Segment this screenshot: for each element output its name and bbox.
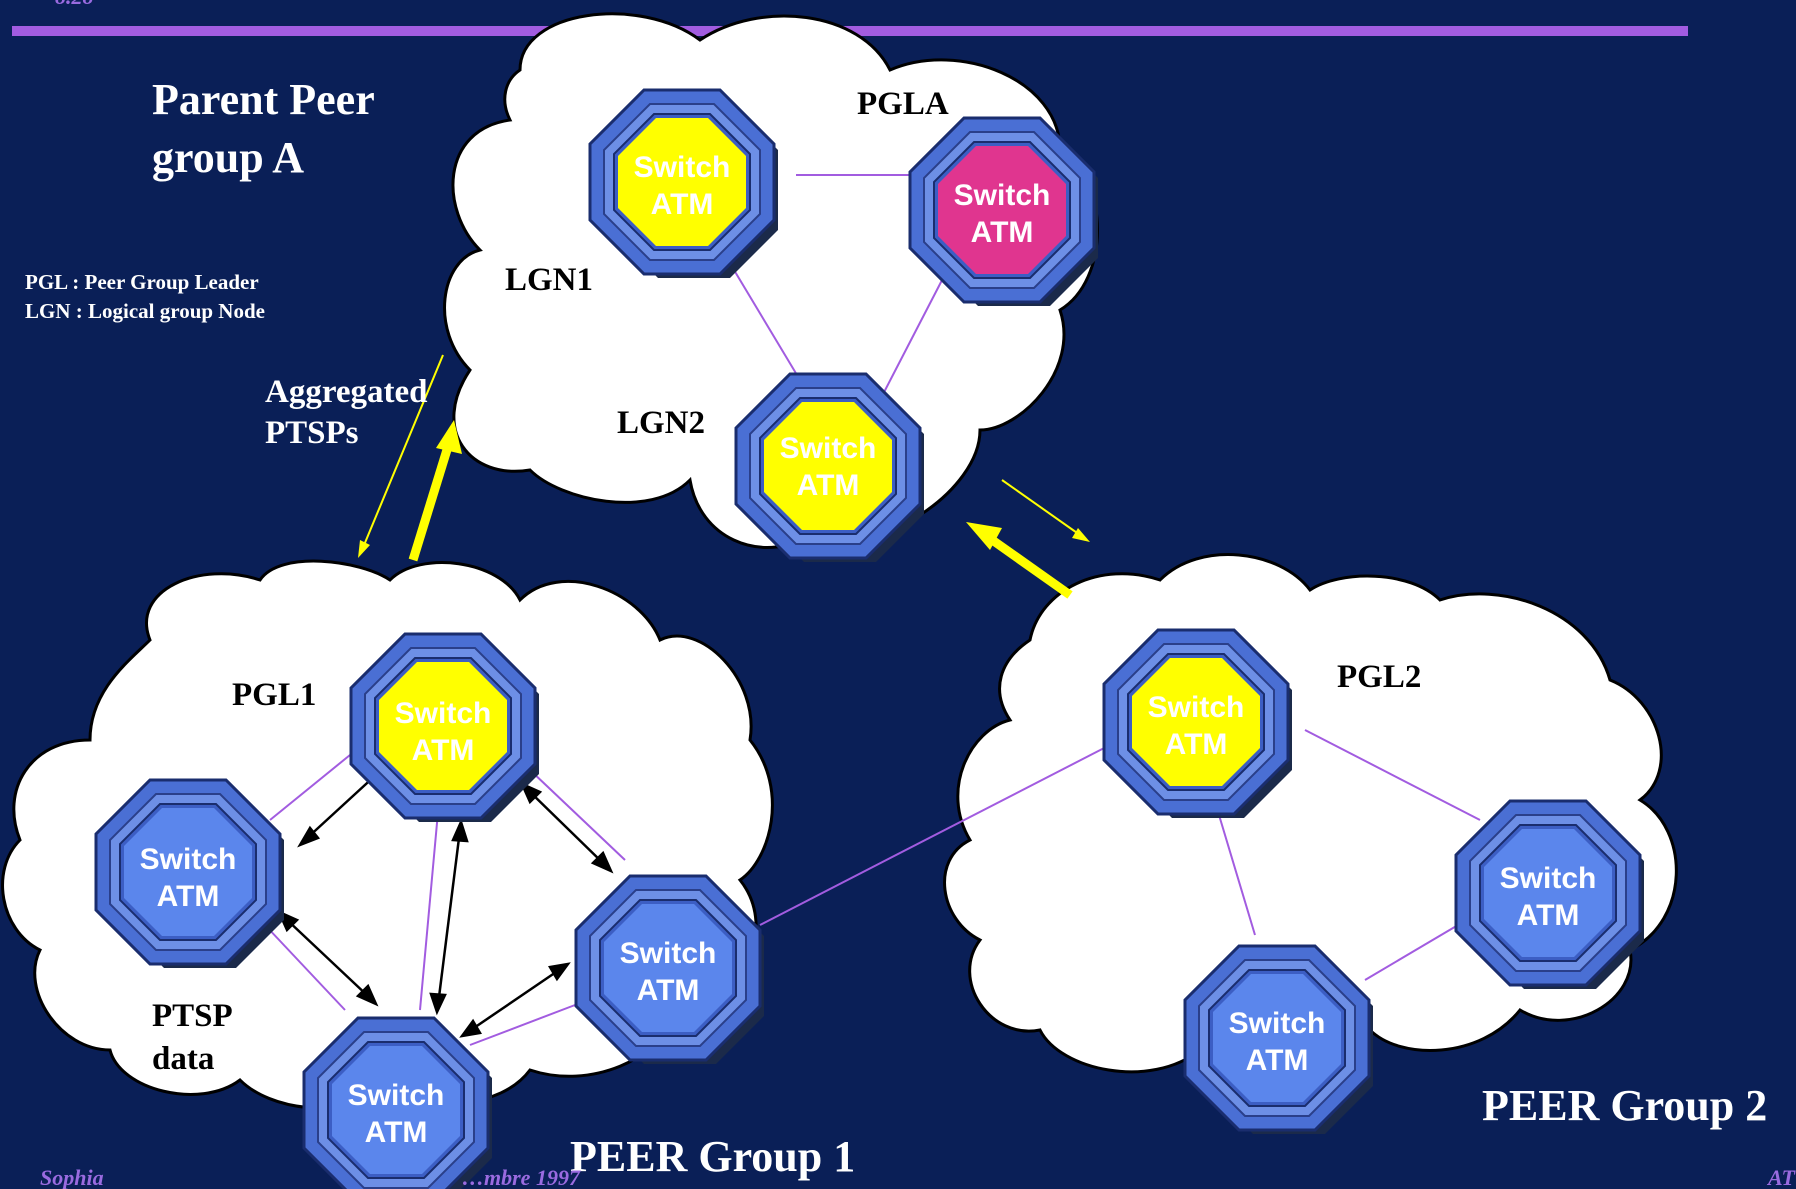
switch-label: ATM	[1165, 728, 1228, 761]
label-aggregated: Aggregated	[265, 374, 428, 410]
slide-number: 8.28	[55, 0, 94, 9]
link-pgl1-right	[529, 769, 626, 861]
label-lgn1: LGN1	[505, 262, 593, 298]
switch-lgn2: Switch ATM	[734, 372, 926, 564]
label-peer-group-1: PEER Group 1	[570, 1132, 855, 1181]
label-pgl2: PGL2	[1337, 659, 1421, 695]
switch-pg1-left: Switch ATM	[94, 778, 286, 970]
link-pgl1-left	[269, 754, 351, 821]
switch-label: Switch	[348, 1079, 445, 1112]
link-pgl2-right	[1304, 729, 1481, 821]
label-pgl1: PGL1	[232, 677, 316, 713]
switch-label: Switch	[780, 432, 877, 465]
footer-left: Sophia	[40, 1165, 104, 1189]
link-bottom-right	[469, 1004, 576, 1046]
switch-pg2-right: Switch ATM	[1454, 799, 1646, 991]
switch-pgla: Switch ATM	[908, 116, 1100, 308]
switch-label: Switch	[954, 179, 1051, 212]
aggregated-arrows	[358, 354, 1090, 599]
switch-label: ATM	[637, 974, 700, 1007]
footer-right: AT	[1766, 1165, 1796, 1189]
switch-pg1-right: Switch ATM	[574, 874, 766, 1066]
switch-label: Switch	[395, 697, 492, 730]
switch-label: ATM	[157, 880, 220, 913]
switch-label: ATM	[1246, 1044, 1309, 1077]
switch-label: Switch	[1148, 691, 1245, 724]
switch-label: ATM	[365, 1116, 428, 1149]
switch-label: Switch	[620, 937, 717, 970]
switch-label: Switch	[1229, 1007, 1326, 1040]
label-pgla: PGLA	[857, 86, 949, 122]
switch-label: ATM	[412, 734, 475, 767]
footer-middle: …mbre 1997	[462, 1165, 581, 1189]
label-ptsp: PTSP	[152, 998, 233, 1034]
link-left-bottom	[264, 924, 346, 1011]
legend-pgl: PGL : Peer Group Leader	[25, 270, 259, 294]
switch-label: Switch	[1500, 862, 1597, 895]
label-ptsps: PTSPs	[265, 415, 359, 451]
switch-pgl2: Switch ATM	[1102, 628, 1294, 820]
switch-pg2-bottom: Switch ATM	[1183, 944, 1375, 1136]
switch-label: ATM	[651, 188, 714, 221]
switch-label: ATM	[797, 469, 860, 502]
switch-pg1-bottom: Switch ATM	[302, 1016, 494, 1189]
switch-label: ATM	[1517, 899, 1580, 932]
label-data: data	[152, 1041, 214, 1077]
switch-label: ATM	[971, 216, 1034, 249]
title-line-2: group A	[152, 133, 304, 182]
switch-pgl1: Switch ATM	[349, 632, 541, 824]
switch-lgn1: Switch ATM	[588, 88, 780, 280]
link-pgl1-bottom	[419, 789, 441, 1011]
label-lgn2: LGN2	[617, 405, 705, 441]
switch-label: Switch	[634, 151, 731, 184]
legend-lgn: LGN : Logical group Node	[25, 299, 265, 323]
switch-label: Switch	[140, 843, 237, 876]
link-pg1-pg2	[759, 744, 1111, 926]
label-peer-group-2: PEER Group 2	[1482, 1081, 1767, 1130]
title-line-1: Parent Peer	[152, 75, 375, 124]
